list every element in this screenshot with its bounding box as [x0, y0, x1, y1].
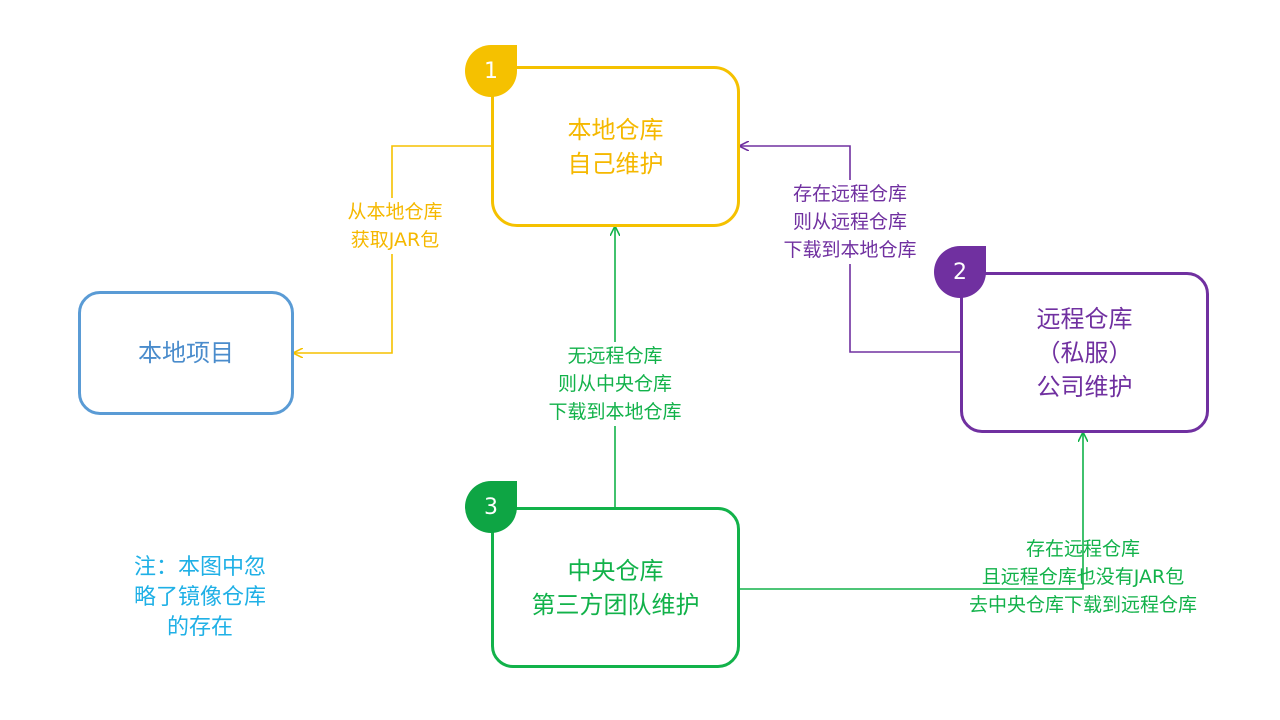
node-local-repository-line1: 本地仓库	[567, 115, 664, 144]
edge-label-remote-to-local-line3: 下载到本地仓库	[783, 239, 917, 261]
edge-label-central-to-local-line2: 则从中央仓库	[557, 373, 673, 395]
node-central-repository-line1: 中央仓库	[567, 556, 664, 585]
node-remote-repository-line3: 公司维护	[1036, 372, 1133, 401]
diagram-note: 注：本图中忽 略了镜像仓库 的存在	[134, 553, 266, 643]
edge-label-central-to-remote-line1: 存在远程仓库	[1025, 538, 1141, 560]
node-local-project-line1: 本地项目	[138, 339, 234, 367]
diagram-note-line2: 略了镜像仓库	[133, 585, 267, 610]
edge-label-central-to-local: 无远程仓库 则从中央仓库 下载到本地仓库	[544, 342, 686, 426]
edge-label-remote-to-local: 存在远程仓库 则从远程仓库 下载到本地仓库	[779, 180, 921, 264]
diagram-note-line1: 注：本图中忽	[133, 555, 267, 580]
edge-label-remote-to-local-line1: 存在远程仓库	[792, 183, 908, 205]
node-local-repository-line2: 自己维护	[567, 149, 664, 178]
edge-label-central-to-local-line1: 无远程仓库	[567, 345, 663, 367]
node-central-repository-line2: 第三方团队维护	[531, 590, 700, 619]
badge-2: 2	[934, 246, 986, 298]
node-local-repository: 本地仓库 自己维护	[491, 66, 740, 227]
edge-label-central-to-remote-line2: 且远程仓库也没有JAR包	[981, 566, 1185, 588]
edge-label-local-to-project: 从本地仓库 获取JAR包	[343, 198, 447, 254]
edge-central-to-remote	[740, 433, 1083, 590]
node-central-repository: 中央仓库 第三方团队维护	[491, 507, 740, 668]
badge-3: 3	[465, 481, 517, 533]
node-remote-repository: 远程仓库 （私服） 公司维护	[960, 272, 1209, 433]
edge-label-local-to-project-line1: 从本地仓库	[347, 201, 443, 223]
node-local-project: 本地项目	[78, 291, 294, 415]
badge-1: 1	[465, 45, 517, 97]
edge-label-central-to-remote: 存在远程仓库 且远程仓库也没有JAR包 去中央仓库下载到远程仓库	[965, 535, 1201, 619]
diagram-note-line3: 的存在	[166, 615, 234, 640]
edge-label-local-to-project-line2: 获取JAR包	[350, 229, 440, 251]
edge-label-central-to-remote-line3: 去中央仓库下载到远程仓库	[968, 594, 1198, 616]
node-remote-repository-line1: 远程仓库	[1036, 304, 1133, 333]
edge-label-central-to-local-line3: 下载到本地仓库	[548, 401, 682, 423]
edge-label-remote-to-local-line2: 则从远程仓库	[792, 211, 908, 233]
node-remote-repository-line2: （私服）	[1036, 338, 1133, 367]
